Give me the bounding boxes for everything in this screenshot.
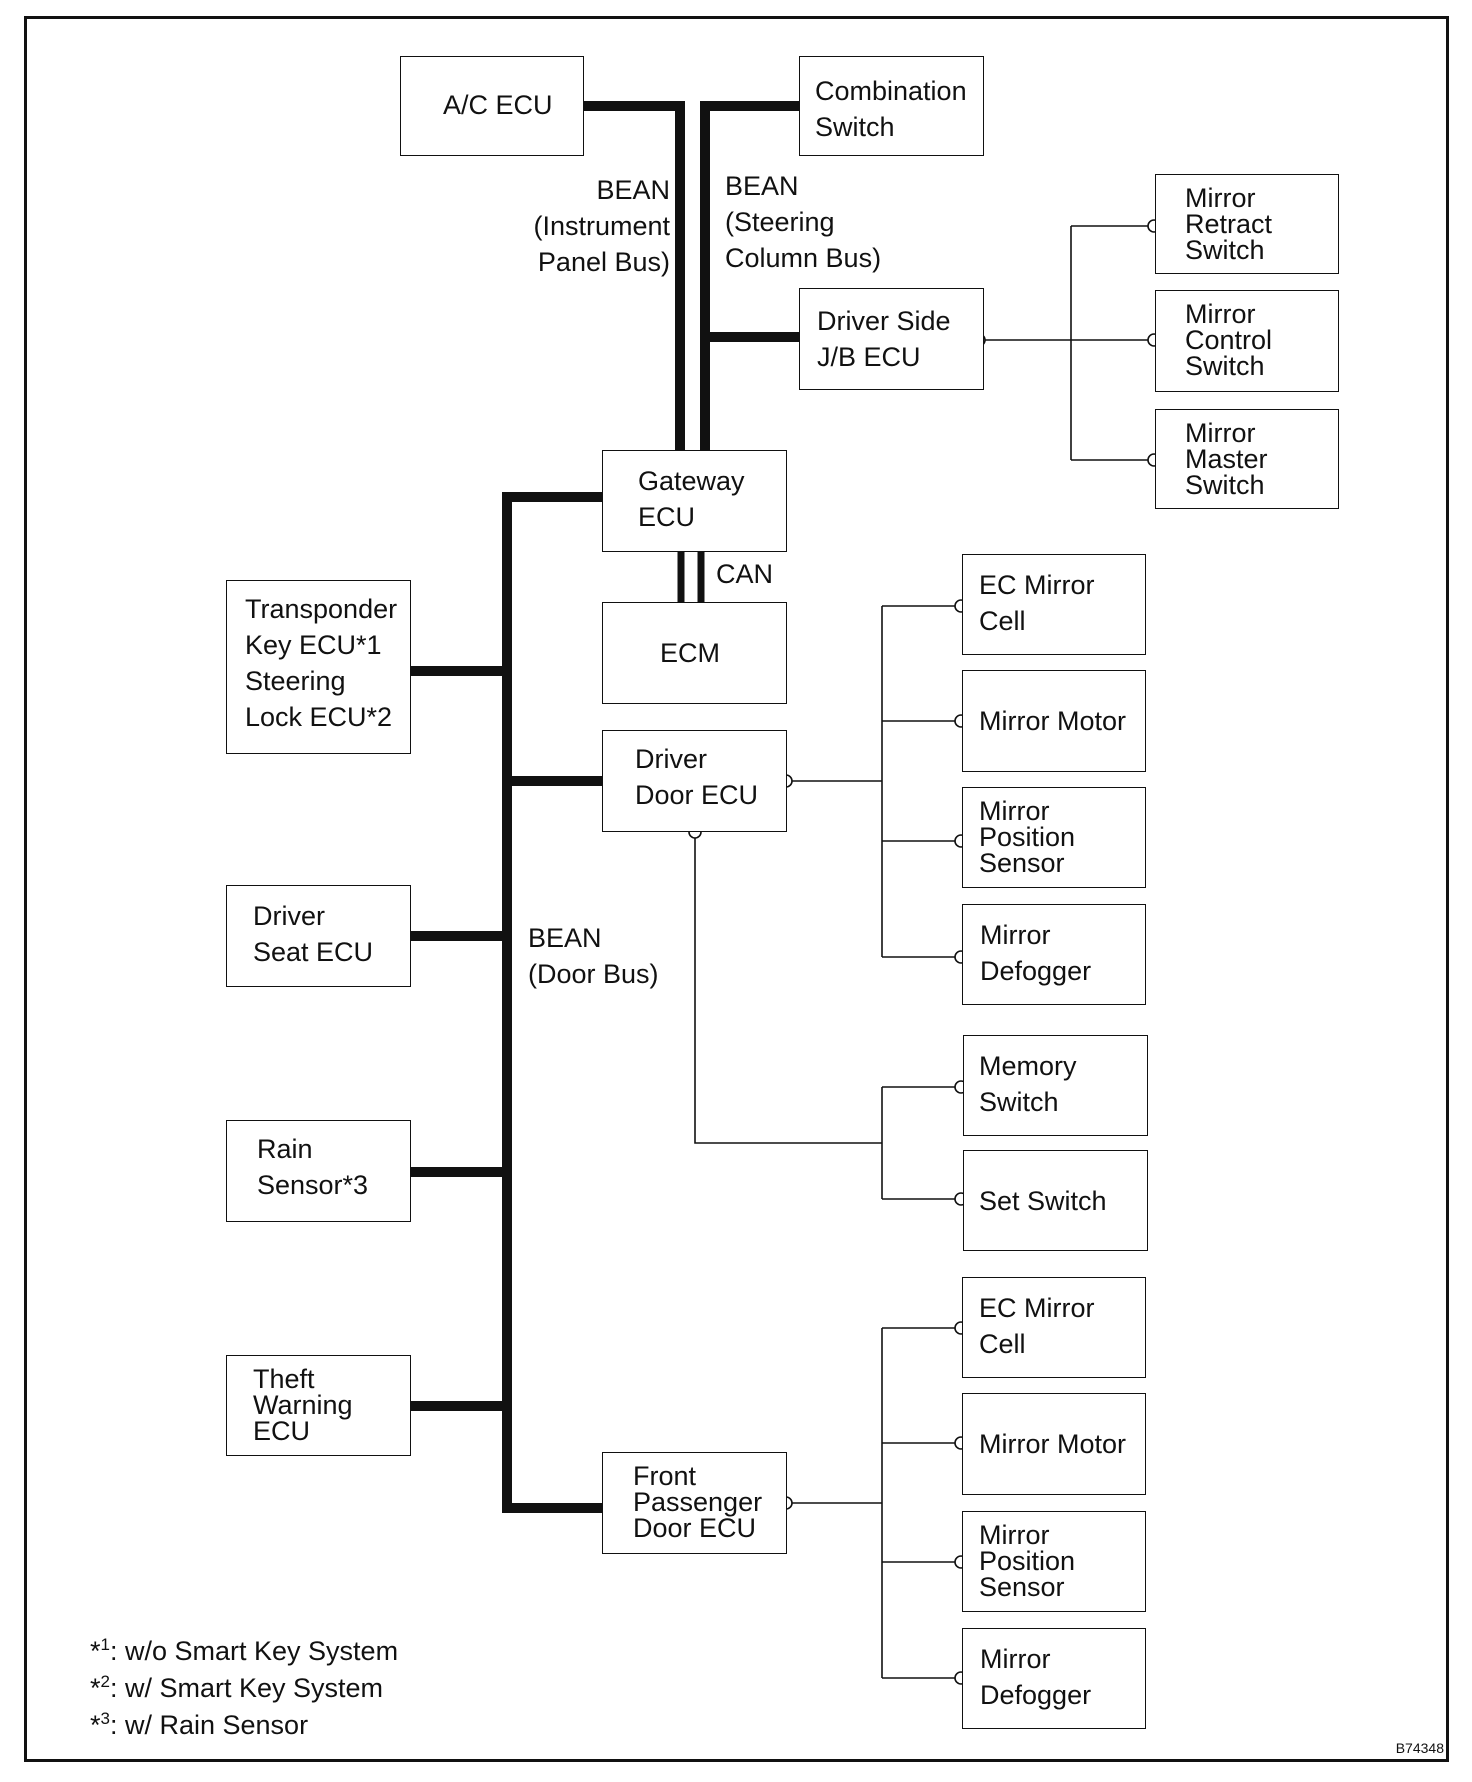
ec-mirror-cell-box: EC Mirror Cell: [962, 554, 1146, 655]
mirror-position-sensor-label: Mirror Position Sensor: [979, 1520, 1076, 1602]
driver-seat-ecu-label: Driver Seat ECU: [253, 901, 374, 967]
diagram-frame: [24, 16, 1449, 1762]
footnote-number: 2: [100, 1672, 110, 1691]
ecm-box: ECM: [602, 602, 787, 704]
steering-column-bus-label: BEAN (Steering Column Bus): [725, 171, 882, 273]
mirror-retract-switch-box: Mirror Retract Switch: [1155, 174, 1339, 274]
mirror-position-sensor-box: Mirror Position Sensor: [962, 787, 1146, 888]
footnote-text: : w/ Rain Sensor: [109, 1710, 309, 1740]
mirror-motor-label: Mirror Motor: [979, 1429, 1126, 1459]
transponder-key-ecu-label: Transponder Key ECU*1 Steering Lock ECU*…: [245, 594, 398, 732]
mirror-master-switch-box: Mirror Master Switch: [1155, 409, 1339, 509]
mirror-control-switch-label: Mirror Control Switch: [1185, 299, 1273, 381]
figure-code: B74348: [1395, 1740, 1444, 1756]
memory-switch-label: Memory Switch: [979, 1051, 1077, 1117]
door-bus-label: BEAN (Door Bus): [528, 923, 659, 989]
driver-side-jb-ecu-label: Driver Side J/B ECU: [817, 306, 951, 372]
mirror-motor-box: Mirror Motor: [962, 1393, 1146, 1495]
driver-door-memory-line: [694, 832, 882, 1144]
door-bus-line: [502, 492, 603, 1513]
front-passenger-door-ecu-box: Front Passenger Door ECU: [602, 1452, 787, 1554]
mirror-motor-box: Mirror Motor: [962, 670, 1146, 772]
theft-warning-ecu-box: Theft Warning ECU: [226, 1355, 411, 1456]
mirror-retract-switch-label: Mirror Retract Switch: [1185, 183, 1273, 265]
ec-mirror-cell-box: EC Mirror Cell: [962, 1277, 1146, 1378]
transponder-key-ecu-box: Transponder Key ECU*1 Steering Lock ECU*…: [226, 580, 411, 754]
ac-ecu-box: A/C ECU: [400, 56, 584, 156]
footnote-2: *2: w/ Smart Key System: [90, 1663, 383, 1707]
footnote-text: : w/ Smart Key System: [109, 1673, 384, 1703]
mirror-master-switch-label: Mirror Master Switch: [1185, 418, 1268, 500]
mirror-defogger-box: Mirror Defogger: [962, 904, 1146, 1005]
footnote-mark: *: [90, 1673, 101, 1703]
rain-sensor-box: Rain Sensor*3: [226, 1120, 411, 1222]
mirror-motor-label: Mirror Motor: [979, 706, 1126, 736]
driver-side-jb-ecu-box: Driver Side J/B ECU: [799, 288, 984, 390]
ec-mirror-cell-label: EC Mirror Cell: [979, 1293, 1095, 1359]
instrument-panel-bus-line: [583, 101, 685, 452]
gateway-ecu-label: Gateway ECU: [638, 466, 745, 532]
rain-sensor-label: Rain Sensor*3: [257, 1134, 369, 1200]
footnote-3: *3: w/ Rain Sensor: [90, 1700, 308, 1744]
footnote-text: : w/o Smart Key System: [109, 1636, 399, 1666]
footnote-number: 1: [100, 1635, 110, 1654]
ac-ecu-label: A/C ECU: [443, 90, 553, 120]
gateway-ecu-box: Gateway ECU: [602, 450, 787, 552]
memory-switch-box: Memory Switch: [963, 1035, 1148, 1136]
footnote-1: *1: w/o Smart Key System: [90, 1626, 398, 1670]
mirror-defogger-label: Mirror Defogger: [980, 920, 1092, 986]
set-switch-label: Set Switch: [979, 1186, 1107, 1216]
driver-door-ecu-box: Driver Door ECU: [602, 730, 787, 832]
mirror-control-switch-box: Mirror Control Switch: [1155, 290, 1339, 392]
mirror-position-sensor-label: Mirror Position Sensor: [979, 796, 1076, 878]
footnote-mark: *: [90, 1636, 101, 1666]
mirror-defogger-box: Mirror Defogger: [962, 1628, 1146, 1729]
driver-door-ecu-label: Driver Door ECU: [635, 744, 759, 810]
mirror-position-sensor-box: Mirror Position Sensor: [962, 1511, 1146, 1612]
steering-column-bus-line: [700, 101, 800, 452]
can-label: CAN: [716, 559, 774, 589]
ecm-label: ECM: [660, 638, 720, 668]
front-passenger-door-ecu-label: Front Passenger Door ECU: [633, 1461, 763, 1543]
combination-switch-box: Combination Switch: [799, 56, 984, 156]
instrument-panel-bus-label: BEAN (Instrument Panel Bus): [533, 175, 670, 277]
ec-mirror-cell-label: EC Mirror Cell: [979, 570, 1095, 636]
footnote-number: 3: [100, 1709, 110, 1728]
mirror-defogger-label: Mirror Defogger: [980, 1644, 1092, 1710]
combination-switch-label: Combination Switch: [815, 76, 967, 142]
footnote-mark: *: [90, 1710, 101, 1740]
theft-warning-ecu-label: Theft Warning ECU: [253, 1364, 353, 1446]
set-switch-box: Set Switch: [963, 1150, 1148, 1251]
driver-seat-ecu-box: Driver Seat ECU: [226, 885, 411, 987]
